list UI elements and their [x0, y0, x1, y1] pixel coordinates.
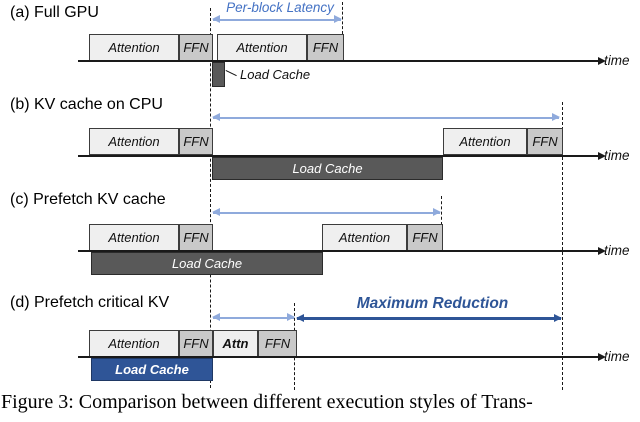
load-cache-critical-block: Load Cache: [91, 358, 213, 381]
dashed-line-block-boundary: [210, 8, 211, 388]
time-axis-label: time: [604, 148, 630, 163]
dashed-line-cpu-finish: [562, 102, 563, 390]
row-c-label: (c) Prefetch KV cache: [10, 191, 166, 208]
load-cache-callout-line: [225, 70, 237, 77]
load-cache-block: Load Cache: [91, 252, 323, 275]
attention-block: Attention: [89, 128, 179, 155]
time-axis-c: [78, 247, 606, 254]
load-cache-block: Load Cache: [212, 157, 443, 180]
ffn-block: FFN: [527, 128, 563, 155]
ffn-block: FFN: [179, 224, 213, 251]
attention-block: Attention: [89, 224, 179, 251]
ffn-block: FFN: [179, 34, 213, 61]
time-axis-b: [78, 152, 606, 159]
attention-block: Attention: [89, 330, 179, 357]
load-cache-mini-block: [212, 62, 225, 87]
attention-block: Attention: [217, 34, 307, 61]
time-axis-label: time: [604, 53, 630, 68]
time-axis-label: time: [604, 243, 630, 258]
attention-block: Attention: [89, 34, 179, 61]
prefetch-latency-arrow: [212, 208, 441, 217]
row-a-label: (a) Full GPU: [10, 4, 99, 21]
maximum-reduction-arrow: [296, 314, 562, 322]
figure-caption: Figure 3: Comparison between different e…: [1, 391, 533, 413]
attention-block: Attention: [443, 128, 527, 155]
per-block-latency-arrow: [212, 14, 342, 23]
maximum-reduction-label: Maximum Reduction: [356, 295, 509, 312]
ffn-block: FFN: [258, 330, 297, 357]
cpu-latency-arrow: [212, 113, 560, 122]
critical-latency-arrow: [212, 313, 295, 322]
row-b-label: (b) KV cache on CPU: [10, 96, 163, 113]
time-axis-d: [78, 353, 606, 360]
attn-block: Attn: [213, 330, 258, 357]
dashed-line-prefetch-finish: [441, 196, 442, 251]
per-block-latency-label: Per-block Latency: [226, 0, 334, 15]
ffn-block: FFN: [179, 330, 213, 357]
ffn-block: FFN: [307, 34, 344, 61]
ffn-block: FFN: [179, 128, 213, 155]
load-cache-callout-label: Load Cache: [240, 67, 311, 82]
attention-block: Attention: [322, 224, 407, 251]
time-axis-a: [78, 57, 606, 64]
row-d-label: (d) Prefetch critical KV: [10, 294, 170, 311]
time-axis-label: time: [604, 349, 630, 364]
ffn-block: FFN: [407, 224, 443, 251]
dashed-line-perblock-end: [342, 2, 343, 34]
